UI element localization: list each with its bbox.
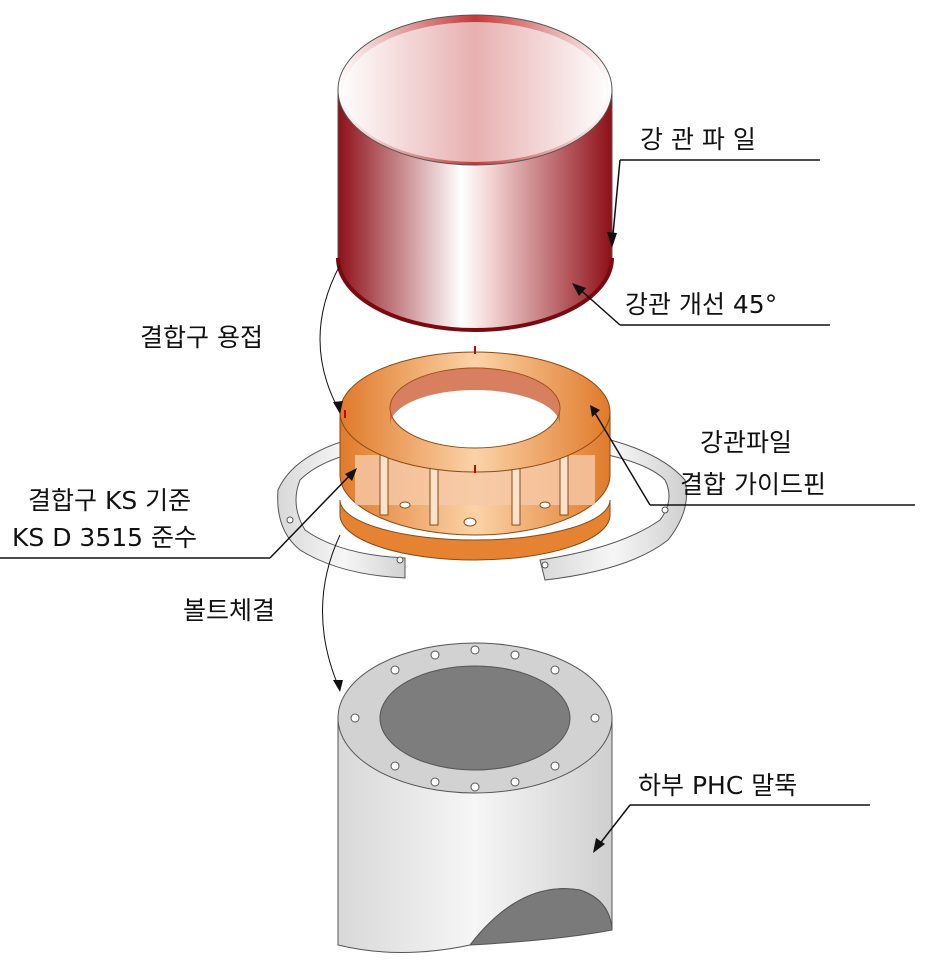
label-ks-standard-2: KS D 3515 준수 (12, 523, 197, 552)
label-guide-pin-2: 결합 가이드핀 (680, 470, 826, 499)
phc-pile (337, 642, 613, 953)
label-bolt-fastening: 볼트체결 (183, 596, 276, 625)
label-phc-pile: 하부 PHC 말뚝 (638, 771, 798, 800)
leader-lines (0, 159, 915, 851)
label-guide-pin-1: 강관파일 (700, 428, 793, 457)
steel-pipe-pile (336, 14, 614, 332)
label-coupler-weld: 결합구 용접 (140, 323, 263, 352)
label-steel-pipe-pile: 강 관 파 일 (640, 125, 756, 154)
clamp-band (277, 427, 688, 581)
label-ks-standard-1: 결합구 KS 기준 (28, 486, 192, 515)
coupler-ring (339, 346, 611, 561)
label-steel-pipe-bevel: 강관 개선 45° (625, 290, 778, 319)
arrowheads (333, 232, 617, 853)
